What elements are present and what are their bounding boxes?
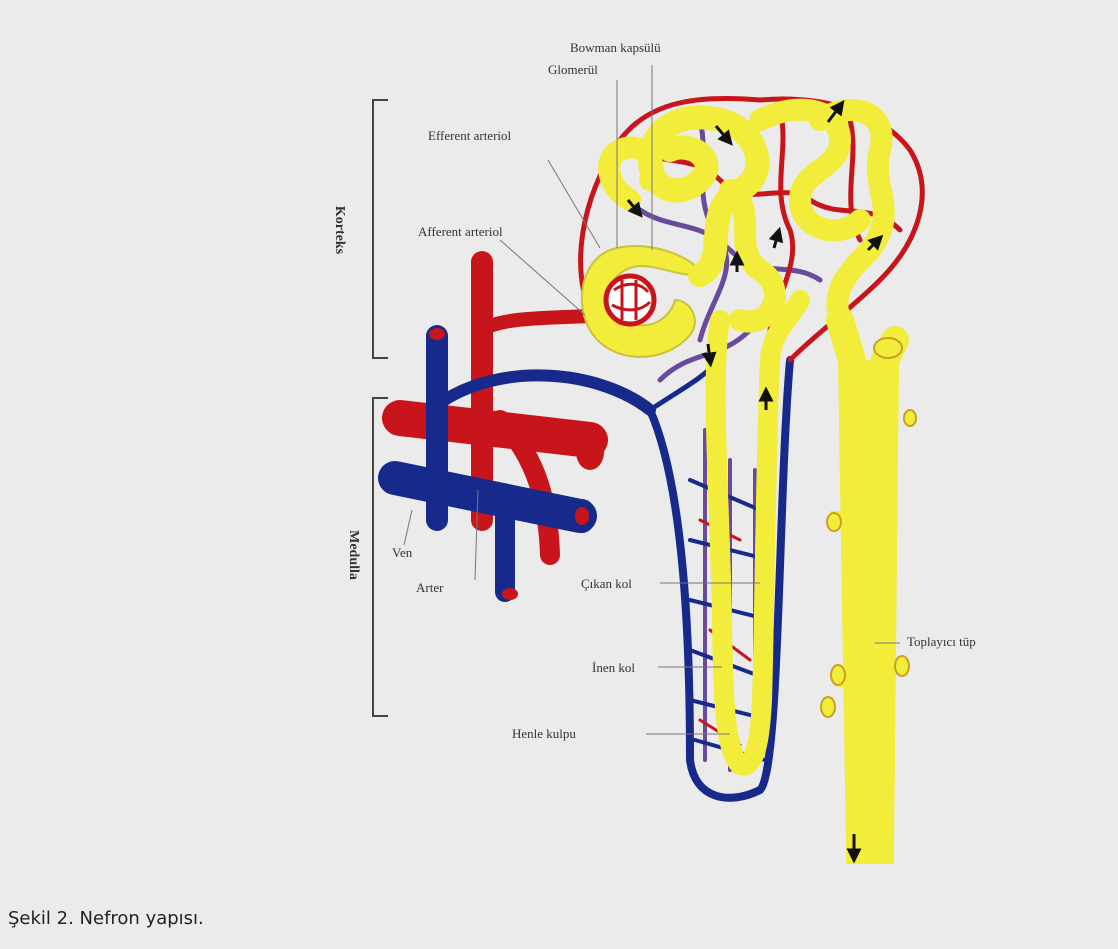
label-henle-loop: Henle kulpu [512,726,576,741]
label-ascending-limb: Çıkan kol [581,576,632,591]
collecting-duct [821,320,916,850]
label-artery: Arter [416,580,444,595]
label-afferent-arteriole: Afferent arteriol [418,224,503,239]
glomerulus [582,246,700,357]
cortex-label: Korteks [332,206,347,255]
cortex-bracket [373,100,388,358]
medulla-label: Medulla [346,530,361,580]
label-descending-limb: İnen kol [592,660,635,675]
label-efferent-arteriole: Efferent arteriol [428,128,512,143]
label-vein: Ven [392,545,413,560]
label-bowman-capsule: Bowman kapsülü [570,40,661,55]
figure-caption: Şekil 2. Nefron yapısı. [8,908,204,929]
label-glomerulus: Glomerül [548,62,598,77]
medulla-bracket [373,398,388,716]
nephron-diagram: Korteks Medulla [0,0,1118,900]
label-collecting-duct: Toplayıcı tüp [907,634,976,649]
